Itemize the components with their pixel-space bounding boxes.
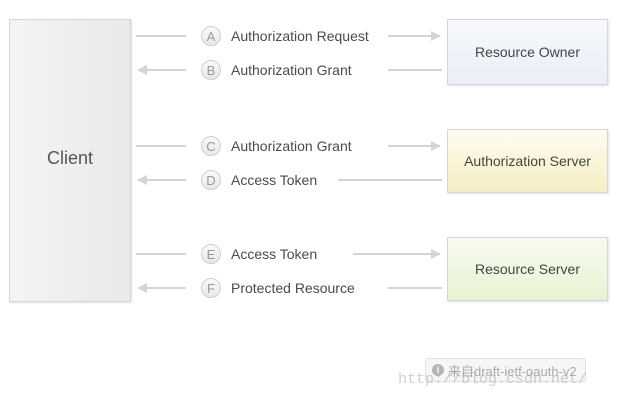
client-label: Client (46, 148, 94, 168)
source-watermark-text: 来自draft-ietf-oauth-v2 (448, 363, 577, 379)
resource-server-label: Resource Server (474, 261, 581, 277)
source-watermark: i 来自draft-ietf-oauth-v2 (425, 358, 586, 382)
step-e: E Access Token (201, 242, 317, 266)
step-b-label: Authorization Grant (231, 62, 352, 78)
step-e-label: Access Token (231, 246, 318, 262)
step-a-badge: A (201, 26, 221, 46)
step-d-badge: D (201, 170, 221, 190)
resource-server-box: Resource Server (447, 237, 608, 301)
step-f: F Protected Resource (201, 276, 355, 300)
client-box: Client (9, 19, 131, 302)
step-e-badge: E (201, 244, 221, 264)
step-f-badge: F (201, 278, 221, 298)
step-f-label: Protected Resource (231, 280, 355, 296)
info-icon: i (432, 364, 444, 376)
resource-owner-label: Resource Owner (474, 44, 581, 60)
step-a-label: Authorization Request (231, 28, 369, 44)
step-c-badge: C (201, 136, 221, 156)
blog-url-watermark: http://blog.csdn.net/ (398, 371, 588, 388)
step-c: C Authorization Grant (201, 134, 352, 158)
authorization-server-label: Authorization Server (464, 153, 591, 169)
step-a: A Authorization Request (201, 24, 369, 48)
step-b: B Authorization Grant (201, 58, 352, 82)
step-d-label: Access Token (231, 172, 318, 188)
step-d: D Access Token (201, 168, 317, 192)
authorization-server-box: Authorization Server (447, 129, 608, 193)
resource-owner-box: Resource Owner (447, 19, 608, 85)
step-c-label: Authorization Grant (231, 138, 352, 154)
step-b-badge: B (201, 60, 221, 80)
